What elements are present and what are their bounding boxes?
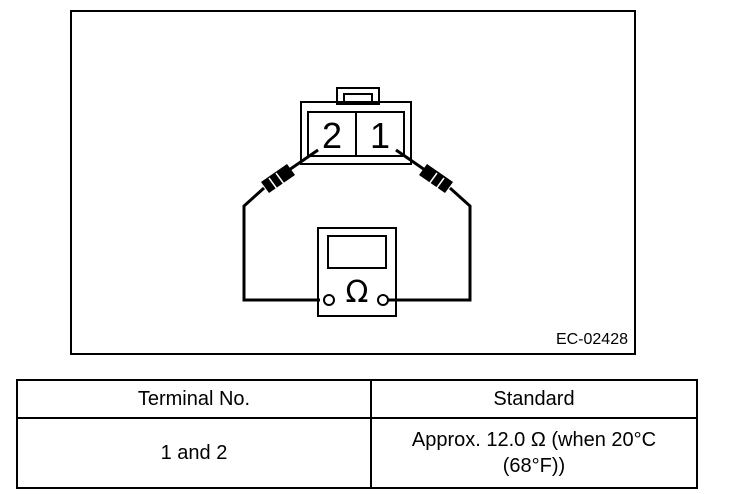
connector [300, 87, 412, 165]
right-probe-body [419, 164, 453, 193]
right-probe-lead [388, 148, 472, 302]
spec-table: Terminal No. Standard 1 and 2 Approx. 12… [16, 379, 698, 489]
header-standard: Standard [370, 379, 698, 419]
ohmmeter-display [327, 235, 387, 269]
figure-code: EC-02428 [555, 331, 628, 348]
cell-terminal: 1 and 2 [16, 417, 372, 489]
connector-latch-inner [343, 93, 373, 105]
left-probe-lead [242, 148, 320, 302]
ohmmeter-terminal-right [377, 294, 389, 306]
ohmmeter [317, 227, 397, 317]
ohmmeter-connector-diagram: 2 1 Ω [242, 87, 472, 317]
ohm-symbol: Ω [346, 275, 369, 310]
header-terminal-no: Terminal No. [16, 379, 372, 419]
terminal-2-label: 2 [322, 115, 342, 156]
ohmmeter-terminal-left [323, 294, 335, 306]
left-probe-body [261, 164, 295, 193]
diagram-frame: 2 1 Ω EC-02428 [70, 10, 636, 355]
terminal-1-label: 1 [370, 115, 390, 156]
table-header-row: Terminal No. Standard [16, 379, 698, 419]
table-row: 1 and 2 Approx. 12.0 Ω (when 20°C (68°F)… [16, 417, 698, 489]
cell-standard: Approx. 12.0 Ω (when 20°C (68°F)) [370, 417, 698, 489]
ohmmeter-body [317, 227, 397, 317]
